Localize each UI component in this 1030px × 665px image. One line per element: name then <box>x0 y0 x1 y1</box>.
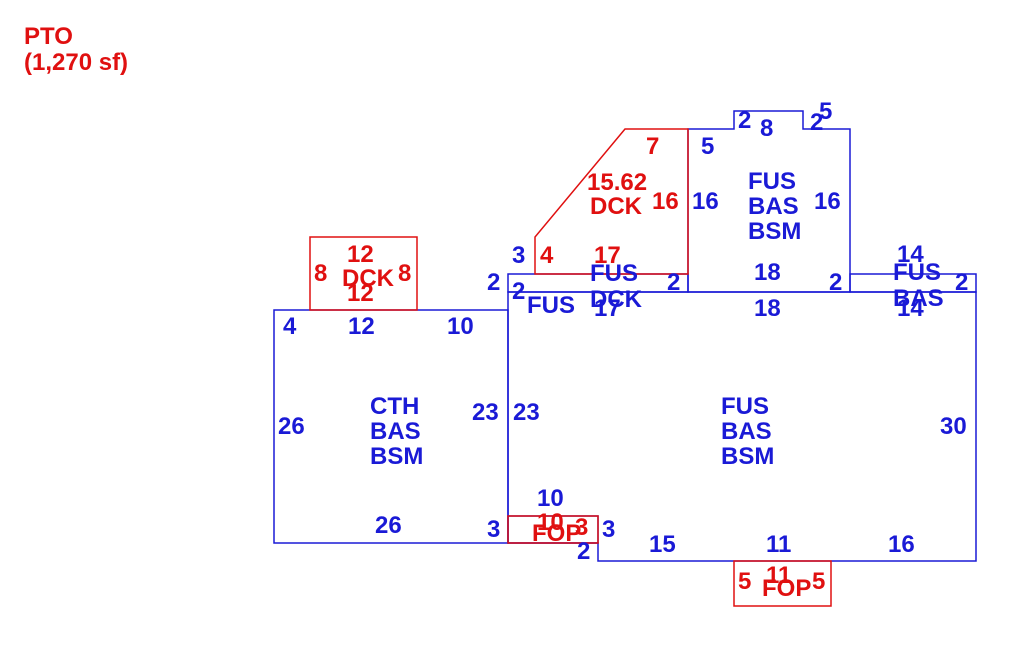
dim-angled-7: 7 <box>646 133 659 160</box>
fop-left-outline <box>507 515 599 544</box>
cth-label-2: BAS <box>370 418 421 445</box>
dim-fop-bottom-11: 11 <box>766 562 791 589</box>
dim-dck-top: 12 <box>347 241 374 268</box>
dim-cth-top-c: 10 <box>447 313 474 340</box>
dim-cth-left: 26 <box>278 413 305 440</box>
dim-dck-right: 8 <box>398 260 411 287</box>
dim-upper-16-right: 16 <box>814 188 841 215</box>
right-small-label-1: FUS <box>893 259 941 286</box>
fop-left-label: FOP <box>532 520 581 547</box>
dim-strip-3: 3 <box>512 242 525 269</box>
dim-fop-left-10: 10 <box>537 485 564 512</box>
dim-step-3a: 3 <box>487 516 500 543</box>
dim-upper-5b: 5 <box>819 98 832 125</box>
dim-strip-17-bot: 17 <box>594 295 621 322</box>
dim-cth-top-b: 12 <box>348 313 375 340</box>
upper-outline <box>687 110 851 293</box>
dim-fop-left-3: 3 <box>575 514 588 541</box>
dim-strip-2: 2 <box>512 278 525 305</box>
dim-strip-17-top: 17 <box>594 242 621 269</box>
dim-main-b1: 15 <box>649 531 676 558</box>
dim-upper-8: 8 <box>760 115 773 142</box>
dim-upper-2b: 2 <box>810 109 823 136</box>
dim-main-b2: 11 <box>766 531 791 558</box>
dim-step-2c: 2 <box>829 269 842 296</box>
upper-label-1: FUS <box>748 168 796 195</box>
dim-step-3b: 3 <box>602 516 615 543</box>
dim-cth-right: 23 <box>472 399 499 426</box>
dim-upper-5a: 5 <box>701 133 714 160</box>
dim-main-b3: 16 <box>888 531 915 558</box>
upper-label-3: BSM <box>748 218 801 245</box>
cth-label-3: BSM <box>370 443 423 470</box>
main-label-3: BSM <box>721 443 774 470</box>
dim-upper-base: 18 <box>754 259 781 286</box>
right-small-label-2: BAS <box>893 285 944 312</box>
dim-dck-left: 8 <box>314 260 327 287</box>
dim-right-14-bot: 14 <box>897 295 924 322</box>
upper-label-2: BAS <box>748 193 799 220</box>
dim-upper-16-left: 16 <box>692 188 719 215</box>
dim-fop-left-10-red: 10 <box>537 509 564 536</box>
legend-area: (1,270 sf) <box>24 49 128 76</box>
fop-bottom-label: FOP <box>762 575 811 602</box>
dim-angled-16: 16 <box>652 188 679 215</box>
dim-step-2d: 2 <box>955 269 968 296</box>
dim-main-right: 30 <box>940 413 967 440</box>
strip-label-1: FUS <box>590 260 638 287</box>
right-small-outline <box>849 273 977 293</box>
legend-code: PTO <box>24 23 73 50</box>
angled-deck-dim: 15.62 <box>587 169 647 196</box>
main-label-2: BAS <box>721 418 772 445</box>
cth-label-1: CTH <box>370 393 419 420</box>
dim-fop-left-2: 2 <box>577 538 590 565</box>
main-label-1: FUS <box>721 393 769 420</box>
dim-step-2b: 2 <box>667 269 680 296</box>
angled-deck-label: DCK <box>590 193 643 220</box>
dim-upper-2a: 2 <box>738 107 751 134</box>
fop-bottom-outline <box>733 560 832 607</box>
dim-cth-top-a: 4 <box>283 313 297 340</box>
strip-label-2: DCK <box>590 286 643 313</box>
dim-step-2a: 2 <box>487 269 500 296</box>
dim-main-top-mid: 18 <box>754 295 781 322</box>
dim-right-14-top: 14 <box>897 241 924 268</box>
angled-deck-outline <box>534 128 689 275</box>
dim-strip-4: 4 <box>540 242 554 269</box>
dim-main-left: 23 <box>513 399 540 426</box>
top-deck-label: DCK <box>342 265 395 292</box>
dim-fop-bottom-5a: 5 <box>738 568 751 595</box>
left-fus-label: FUS <box>527 292 575 319</box>
top-deck-outline <box>309 236 418 311</box>
dim-cth-bottom: 26 <box>375 512 402 539</box>
dim-fop-bottom-5b: 5 <box>812 568 825 595</box>
dim-dck-bottom: 12 <box>347 280 374 307</box>
